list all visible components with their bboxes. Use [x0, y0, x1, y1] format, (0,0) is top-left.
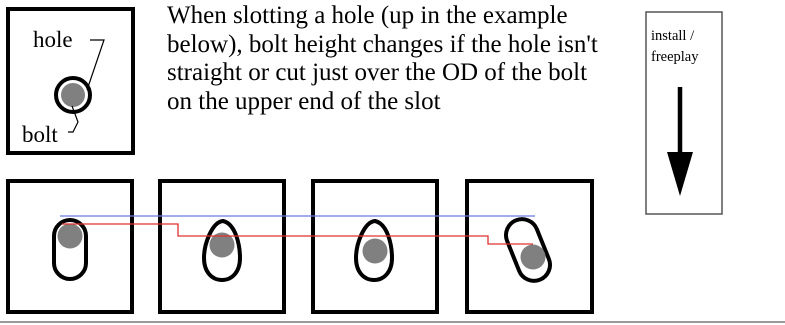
bolt: [209, 232, 235, 258]
plate-4: [465, 179, 594, 314]
slot-outline: [504, 217, 552, 283]
bolt: [362, 238, 388, 264]
plate-frame: [6, 179, 134, 314]
bolt-leader-line: [68, 105, 79, 133]
install-label: install /: [651, 28, 695, 44]
plate-frame: [158, 179, 286, 314]
down-arrow-icon: [667, 87, 693, 196]
legend-frame: [6, 7, 135, 155]
caption-text: When slotting a hole (up in the example …: [167, 2, 598, 115]
bolt: [57, 223, 83, 249]
legend-hole: [54, 76, 92, 114]
slot-outline: [353, 218, 395, 283]
bolt: [520, 244, 546, 270]
bolt-height-line: [62, 223, 533, 245]
slot-outline: [52, 218, 88, 281]
plate-frame: [465, 179, 594, 314]
slot-outline: [201, 218, 243, 283]
install-frame: [645, 11, 723, 215]
plate-frame: [311, 179, 439, 314]
legend-bolt: [61, 83, 85, 107]
plate-3: [311, 179, 439, 314]
bolt-label: bolt: [22, 122, 58, 147]
freeplay-label: freeplay: [651, 49, 699, 65]
plate-1: [6, 179, 134, 314]
install-box: install / freeplay: [645, 11, 723, 215]
legend-box: hole bolt: [6, 7, 135, 155]
hole-label: hole: [33, 27, 73, 52]
hole-leader-line: [86, 39, 105, 91]
plate-2: [158, 179, 286, 314]
